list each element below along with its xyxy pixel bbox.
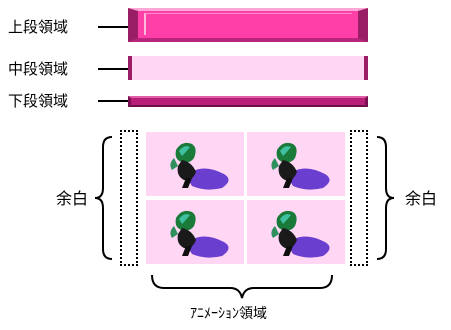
walking-figure-icon: [271, 210, 330, 258]
bottom-brace: [151, 274, 333, 299]
lower-region-leader: [98, 100, 128, 102]
upper-region-band: [128, 8, 368, 42]
walking-figure-icon: [271, 142, 330, 190]
middle-region-label: 中段領域: [8, 60, 69, 78]
right-margin-label: 余白: [405, 189, 438, 208]
animation-cell: [247, 200, 345, 264]
animation-region-label: ｱﾆﾒｰｼｮﾝ領域: [190, 306, 267, 322]
lower-region-label: 下段領域: [8, 92, 69, 110]
animation-cell: [146, 200, 244, 264]
lower-region-band: [128, 96, 368, 107]
animation-cell: [146, 132, 244, 196]
animation-cell: [247, 132, 345, 196]
left-brace: [94, 136, 113, 260]
walking-figure-icon: [170, 142, 229, 190]
middle-region-leader: [98, 68, 128, 70]
right-margin-box: [350, 130, 368, 266]
upper-region-label: 上段領域: [8, 18, 69, 36]
middle-region-band: [128, 56, 368, 80]
left-margin-label: 余白: [56, 189, 89, 208]
upper-region-leader: [98, 26, 128, 28]
left-margin-box: [120, 130, 138, 266]
right-brace: [376, 136, 395, 260]
walking-figure-icon: [170, 210, 229, 258]
